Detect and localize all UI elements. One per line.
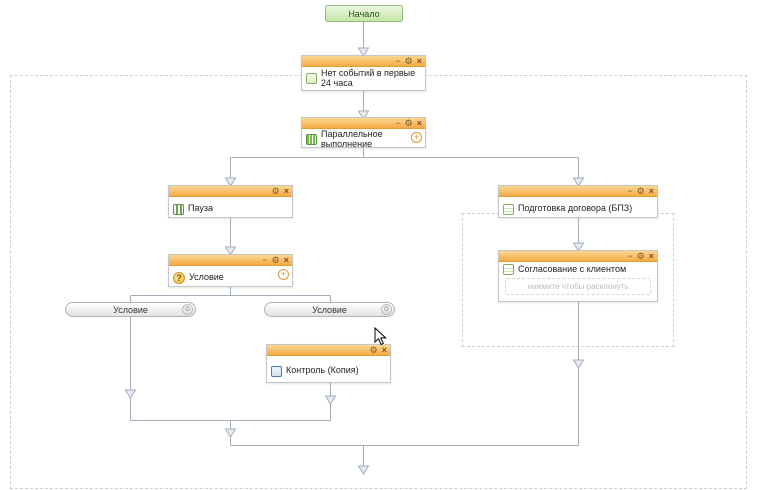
settings-icon[interactable]: ⚙: [404, 55, 413, 66]
close-icon[interactable]: ×: [416, 55, 422, 66]
block-title: Контроль (Копия): [286, 365, 359, 376]
condition-branch-left[interactable]: Условие ⚙: [65, 302, 196, 317]
block-control-header: ⚙ ×: [267, 345, 390, 356]
control-icon: [271, 365, 282, 377]
settings-icon[interactable]: ⚙: [636, 250, 645, 261]
block-pause[interactable]: ⚙ × Пауза: [168, 185, 293, 218]
block-no-events-header: − ⚙ ×: [302, 56, 425, 67]
settings-icon[interactable]: ⚙: [369, 344, 378, 355]
block-pause-body: Пауза: [169, 197, 292, 221]
start-node: Начало: [325, 5, 403, 22]
minimize-icon[interactable]: −: [627, 250, 633, 261]
close-icon[interactable]: ×: [283, 185, 289, 196]
block-title: Условие: [189, 272, 224, 283]
settings-icon[interactable]: ⚙: [636, 185, 645, 196]
close-icon[interactable]: ×: [283, 254, 289, 265]
block-no-events-body: Нет событий в первые 24 часа: [302, 67, 425, 91]
block-contract-header: − ⚙ ×: [499, 186, 657, 197]
block-no-events[interactable]: − ⚙ × Нет событий в первые 24 часа: [301, 55, 426, 91]
block-title: Согласование с клиентом: [518, 263, 627, 274]
minimize-icon[interactable]: −: [262, 254, 268, 265]
block-pause-header: ⚙ ×: [169, 186, 292, 197]
settings-icon[interactable]: ⚙: [404, 117, 413, 128]
block-condition[interactable]: − ⚙ × ? Условие +: [168, 254, 293, 287]
block-parallel-execution[interactable]: − ⚙ × Параллельное выполнение +: [301, 117, 426, 151]
block-control-body: Контроль (Копия): [267, 356, 390, 386]
close-icon[interactable]: ×: [648, 250, 654, 261]
parallel-icon: [306, 134, 317, 146]
settings-icon[interactable]: ⚙: [381, 304, 392, 315]
mouse-cursor: [374, 327, 387, 346]
document-icon: [503, 264, 514, 275]
close-icon[interactable]: ×: [381, 344, 387, 355]
block-title: Подготовка договора (БПЗ): [518, 203, 633, 214]
event-icon: [306, 73, 317, 85]
block-condition-header: − ⚙ ×: [169, 255, 292, 266]
block-contract-body: Подготовка договора (БПЗ): [499, 197, 657, 221]
expand-hint[interactable]: нажмите чтобы расклонуть: [505, 278, 651, 295]
close-icon[interactable]: ×: [416, 117, 422, 128]
minimize-icon[interactable]: −: [395, 55, 401, 66]
block-title: Параллельное выполнение: [321, 129, 383, 149]
settings-icon[interactable]: ⚙: [271, 254, 280, 265]
add-branch-button[interactable]: +: [411, 132, 422, 143]
block-approval-header: − ⚙ ×: [499, 251, 657, 262]
add-condition-button[interactable]: +: [278, 269, 289, 280]
block-condition-body: ? Условие: [169, 266, 292, 290]
condition-branch-right[interactable]: Условие ⚙: [264, 302, 395, 317]
condition-branch-label: Условие: [312, 304, 347, 315]
block-title: Нет событий в первые 24 часа: [321, 68, 416, 88]
block-parallel-body: Параллельное выполнение: [302, 129, 425, 151]
pause-icon: [173, 203, 184, 215]
block-parallel-header: − ⚙ ×: [302, 118, 425, 129]
block-control-copy[interactable]: ⚙ × Контроль (Копия): [266, 344, 391, 383]
block-approval-body: Согласование с клиентом: [499, 262, 657, 277]
minimize-icon[interactable]: −: [395, 117, 401, 128]
close-icon[interactable]: ×: [648, 185, 654, 196]
settings-icon[interactable]: ⚙: [271, 185, 280, 196]
settings-icon[interactable]: ⚙: [182, 304, 193, 315]
question-icon: ?: [173, 272, 185, 284]
block-client-approval[interactable]: − ⚙ × Согласование с клиентом нажмите чт…: [498, 250, 658, 302]
condition-branch-label: Условие: [113, 304, 148, 315]
block-title: Пауза: [188, 203, 214, 214]
minimize-icon[interactable]: −: [627, 185, 633, 196]
document-icon: [503, 203, 514, 215]
block-contract-preparation[interactable]: − ⚙ × Подготовка договора (БПЗ): [498, 185, 658, 218]
